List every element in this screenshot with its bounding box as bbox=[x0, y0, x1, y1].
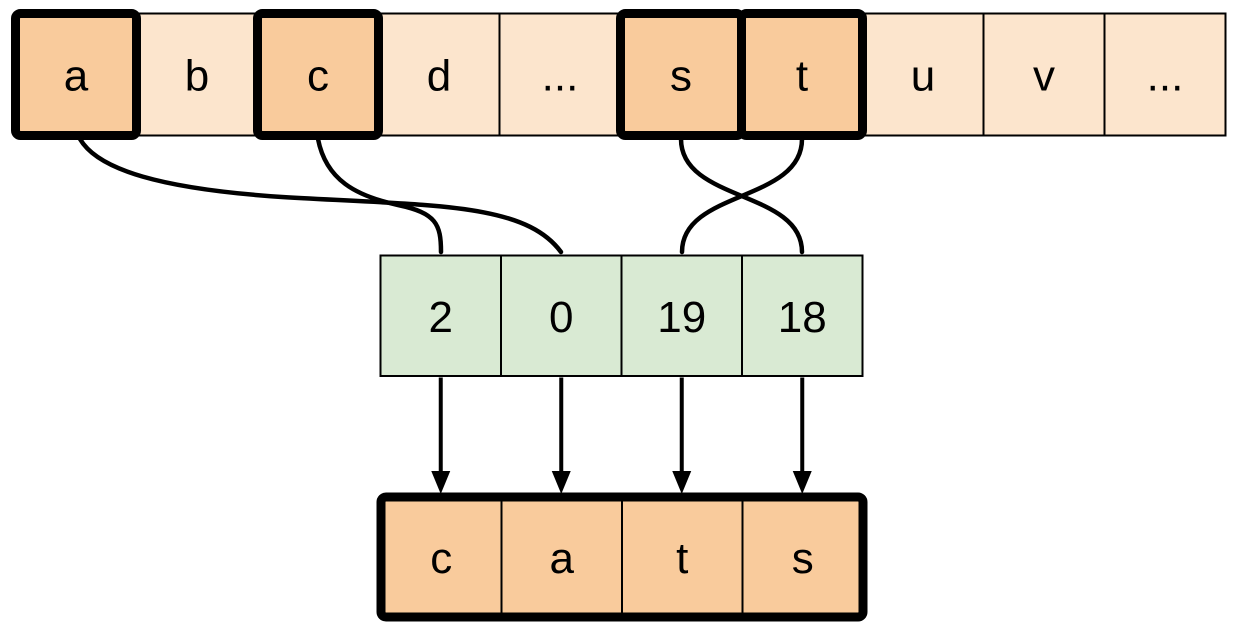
alphabet-cell-t-label: t bbox=[796, 52, 808, 101]
alphabet-cell-ellipsis-1-label: ... bbox=[542, 52, 579, 101]
curve-t-to-index-19 bbox=[679, 136, 805, 255]
alphabet-cell-s-label: s bbox=[670, 52, 692, 101]
curve-c-to-index-2 bbox=[315, 136, 444, 255]
index-cell-1-label: 2 bbox=[429, 293, 453, 342]
alphabet-cell-u-label: u bbox=[911, 52, 935, 101]
alphabet-cell-d: d bbox=[377, 12, 501, 137]
output-array: c a t s bbox=[376, 492, 868, 622]
alphabet-cell-ellipsis-1: ... bbox=[498, 12, 622, 137]
index-to-output-arrow-1 bbox=[431, 377, 451, 494]
output-cell-4-label: s bbox=[792, 534, 814, 583]
index-to-output-arrow-3 bbox=[672, 377, 692, 494]
alphabet-cell-a-label: a bbox=[64, 52, 89, 101]
index-cell-3: 19 bbox=[620, 254, 743, 377]
index-cell-4-label: 18 bbox=[778, 293, 827, 342]
arrow-down-icon bbox=[551, 471, 571, 494]
alphabet-cell-s-highlighted: s bbox=[616, 9, 746, 140]
alphabet-cell-ellipsis-2: ... bbox=[1103, 12, 1227, 137]
alphabet-cell-c-label: c bbox=[307, 52, 329, 101]
curve-a-to-index-0 bbox=[77, 136, 564, 255]
alphabet-cell-v: v bbox=[982, 12, 1106, 137]
index-cell-4: 18 bbox=[741, 254, 864, 377]
output-cell-2-label: a bbox=[550, 534, 575, 583]
alphabet-cell-b-label: b bbox=[185, 52, 209, 101]
arrow-down-icon bbox=[431, 471, 451, 494]
index-cell-2-label: 0 bbox=[549, 293, 573, 342]
alphabet-cell-ellipsis-2-label: ... bbox=[1147, 52, 1184, 101]
alphabet-cell-u: u bbox=[861, 12, 985, 137]
alphabet-cell-b: b bbox=[135, 12, 259, 137]
index-to-output-arrow-2 bbox=[551, 377, 571, 494]
alphabet-cell-c-highlighted: c bbox=[253, 9, 383, 140]
index-to-output-arrow-4 bbox=[792, 377, 812, 494]
index-cell-3-label: 19 bbox=[657, 293, 706, 342]
alphabet-cell-t-highlighted: t bbox=[737, 9, 867, 140]
index-cell-2: 0 bbox=[500, 254, 623, 377]
alphabet-cell-v-label: v bbox=[1033, 52, 1055, 101]
arrow-down-icon bbox=[672, 471, 692, 494]
output-cell-1-label: c bbox=[430, 534, 452, 583]
index-cell-1: 2 bbox=[379, 254, 502, 377]
alphabet-cell-a-highlighted: a bbox=[11, 9, 141, 140]
arrow-down-icon bbox=[792, 471, 812, 494]
alphabet-cell-d-label: d bbox=[427, 52, 451, 101]
output-cell-3-label: t bbox=[676, 534, 688, 583]
